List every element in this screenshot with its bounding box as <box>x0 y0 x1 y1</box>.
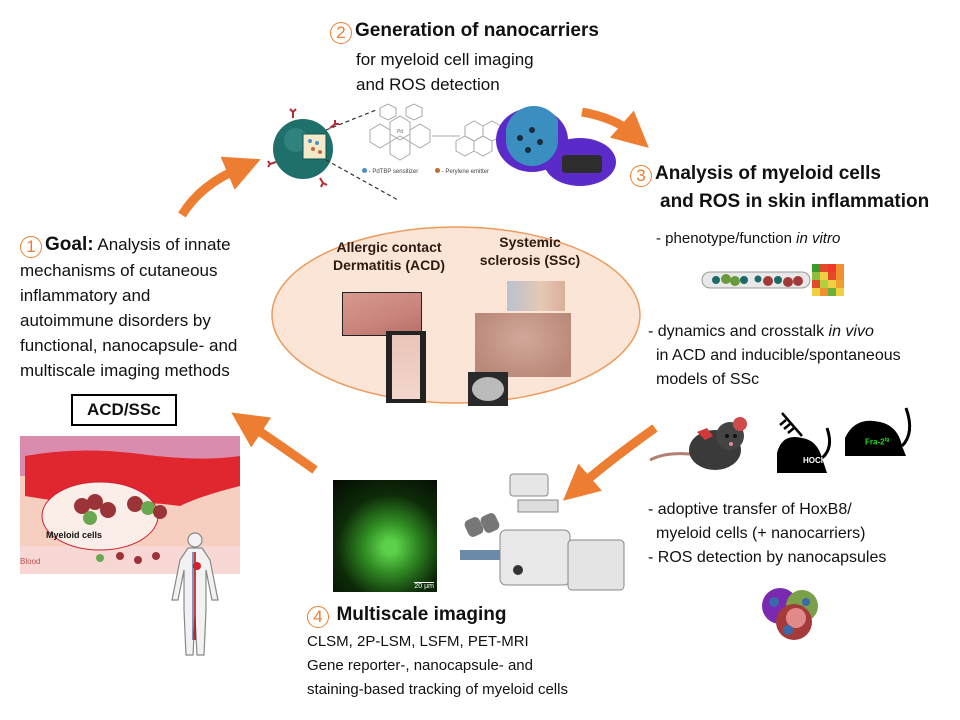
emitter-dot-icon <box>435 168 440 173</box>
analysis-title-line2: and ROS in skin inflammation <box>660 191 930 212</box>
analysis-item-transfer: - adoptive transfer of HoxB8/ myeloid ce… <box>648 501 887 566</box>
microscope-icon <box>460 473 625 591</box>
analysis-item-in-vitro: - phenotype/function in vitro <box>656 230 841 247</box>
zoom-dashed-lines <box>325 109 399 201</box>
svg-text:Pd: Pd <box>397 129 403 135</box>
step-number-1: 1 <box>20 236 42 258</box>
sensitizer-dot-icon <box>362 168 367 173</box>
acd-feet-photo <box>386 331 426 403</box>
cells-with-nanocapsules-icon <box>762 588 818 640</box>
ssc-chest-photo <box>475 313 571 377</box>
acd-arm-photo <box>342 292 422 336</box>
acd-ssc-label-box: ACD/SSc <box>71 394 177 426</box>
step-number-4: 4 <box>307 606 329 628</box>
purple-nanocarrier-icon <box>496 105 616 186</box>
fra2-mouse-icon <box>845 407 912 456</box>
hocl-label: HOCl <box>803 456 823 465</box>
arrow-imaging-to-goal <box>231 412 318 474</box>
ssc-title: Systemic sclerosis (SSc) <box>479 234 581 268</box>
confocal-microscopy-image: 20 µm <box>333 480 437 592</box>
ssc-lung-ct-photo <box>468 372 508 406</box>
scale-bar-label: 20 µm <box>414 582 434 590</box>
arrow-generation-to-analysis <box>581 107 649 148</box>
goal-title: Goal: <box>45 234 94 255</box>
generation-subtitle: for myeloid cell imaging and ROS detecti… <box>356 50 534 94</box>
fra2-label: Fra-2tg <box>865 437 890 447</box>
analysis-item-in-vivo: - dynamics and crosstalk in vivo in ACD … <box>648 323 901 388</box>
myeloid-cells-label: Myeloid cells <box>46 530 103 540</box>
ssc-finger-photo <box>507 281 565 311</box>
skin-tissue-illustration <box>20 436 240 574</box>
human-circulatory-icon <box>171 532 219 656</box>
step-number-2: 2 <box>330 22 352 44</box>
acd-title: Allergic contact Dermatitis (ACD) <box>332 239 445 273</box>
blood-label: Blood <box>20 557 41 566</box>
arrow-goal-to-generation <box>178 156 261 218</box>
step-number-3: 3 <box>630 165 652 187</box>
arrow-analysis-to-imaging <box>562 424 658 501</box>
test-tube-heatmap-icon <box>701 264 844 296</box>
generation-title: Generation of nanocarriers <box>355 20 599 41</box>
sensitizer-legend: - PdTBP sensitizer <box>362 168 418 175</box>
mouse-model-icon <box>649 417 747 470</box>
imaging-title: Multiscale imaging <box>336 604 507 625</box>
analysis-title-line1: Analysis of myeloid cells <box>655 163 881 184</box>
nanocapsule-sphere-icon <box>267 108 339 188</box>
emitter-legend: - Perylene emitter <box>435 168 489 175</box>
hocl-mouse-icon <box>777 412 832 473</box>
imaging-section: 4 Multiscale imaging CLSM, 2P-LSM, LSFM,… <box>307 604 568 698</box>
